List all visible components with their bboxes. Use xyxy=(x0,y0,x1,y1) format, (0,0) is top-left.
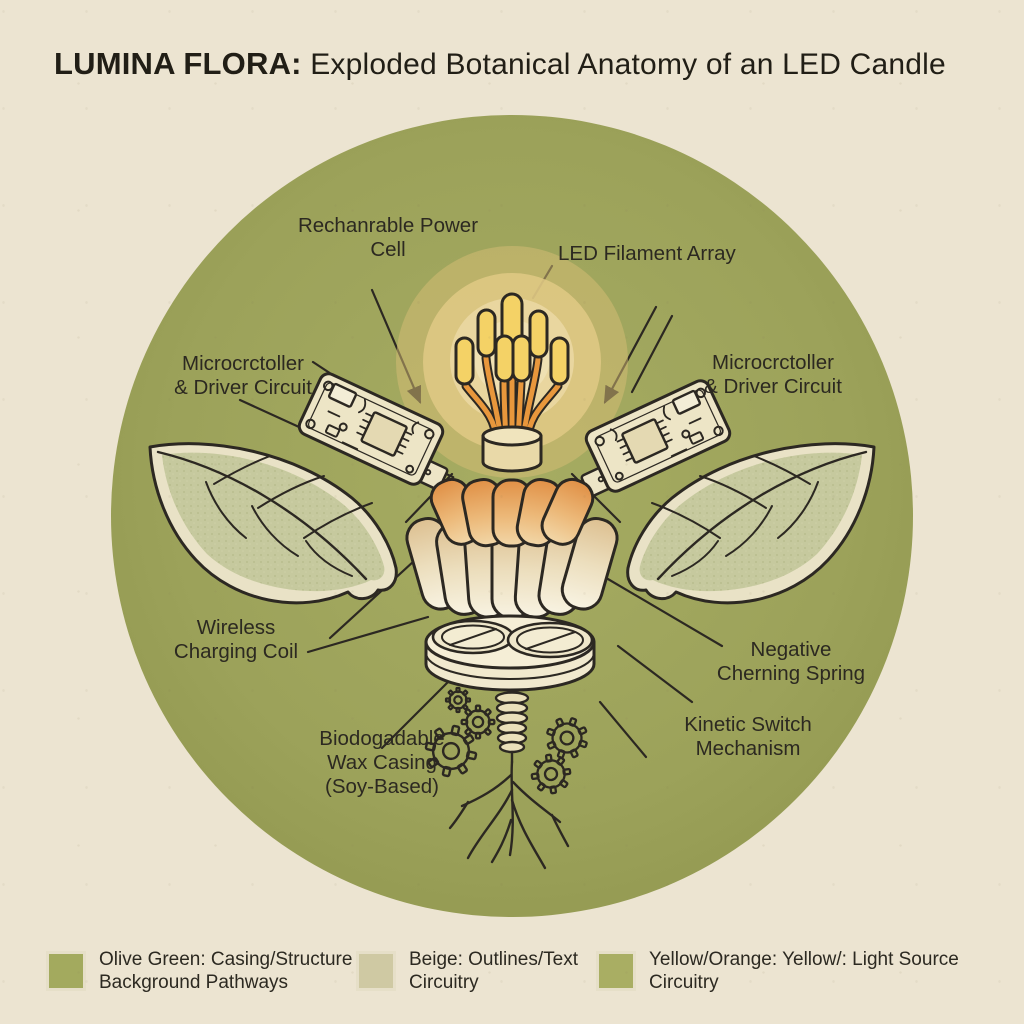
legend: Olive Green: Casing/Structure Background… xyxy=(0,948,1024,1018)
label-wireless: Wireless Charging Coil xyxy=(173,616,299,664)
label-led-array: LED Filament Array xyxy=(558,242,736,265)
legend-item-yellow: Yellow/Orange: Yellow/: Light Source Cir… xyxy=(596,948,959,994)
label-negative-spring: Negative Cherning Spring xyxy=(716,638,866,686)
legend-swatch-olive xyxy=(46,951,86,991)
title-subtitle: Exploded Botanical Anatomy of an LED Can… xyxy=(301,48,946,81)
label-micro-right: Microcrctoller & Driver Circuit xyxy=(704,351,842,399)
roots-icon xyxy=(448,760,570,870)
label-kinetic: Kinetic Switch Mechanism xyxy=(684,713,812,761)
leader-right-inner-b xyxy=(630,314,674,394)
page-title: LUMINA FLORA: Exploded Botanical Anatomy… xyxy=(54,46,974,82)
legend-item-beige: Beige: Outlines/Text Circuitry xyxy=(356,948,578,994)
leaf-icon xyxy=(148,442,398,605)
label-power-cell: Rechanrable Power Cell xyxy=(297,214,479,262)
leader-wireless xyxy=(306,615,430,654)
leader-kinetic-b xyxy=(598,700,648,759)
leader-kinetic xyxy=(616,644,694,704)
wax-casing xyxy=(405,477,619,620)
ray-casing-left xyxy=(328,548,428,640)
lamp-socket xyxy=(481,425,543,473)
legend-swatch-beige xyxy=(356,951,396,991)
legend-label-yellow: Yellow/Orange: Yellow/: Light Source Cir… xyxy=(649,949,959,994)
label-micro-left: Microcrctoller & Driver Circuit xyxy=(174,352,312,400)
leader-negative-spring xyxy=(594,570,724,648)
legend-swatch-yellow xyxy=(596,951,636,991)
legend-label-olive: Olive Green: Casing/Structure Background… xyxy=(99,949,353,994)
charging-coil-disc xyxy=(424,614,596,692)
spring-icon xyxy=(494,691,530,764)
legend-label-beige: Beige: Outlines/Text Circuitry xyxy=(409,949,578,994)
leader-wax xyxy=(380,680,450,750)
label-wax: Biodogadable Wax Casing (Soy-Based) xyxy=(319,727,445,799)
legend-item-olive: Olive Green: Casing/Structure Background… xyxy=(46,948,352,994)
brand-name: LUMINA FLORA: xyxy=(54,46,302,81)
